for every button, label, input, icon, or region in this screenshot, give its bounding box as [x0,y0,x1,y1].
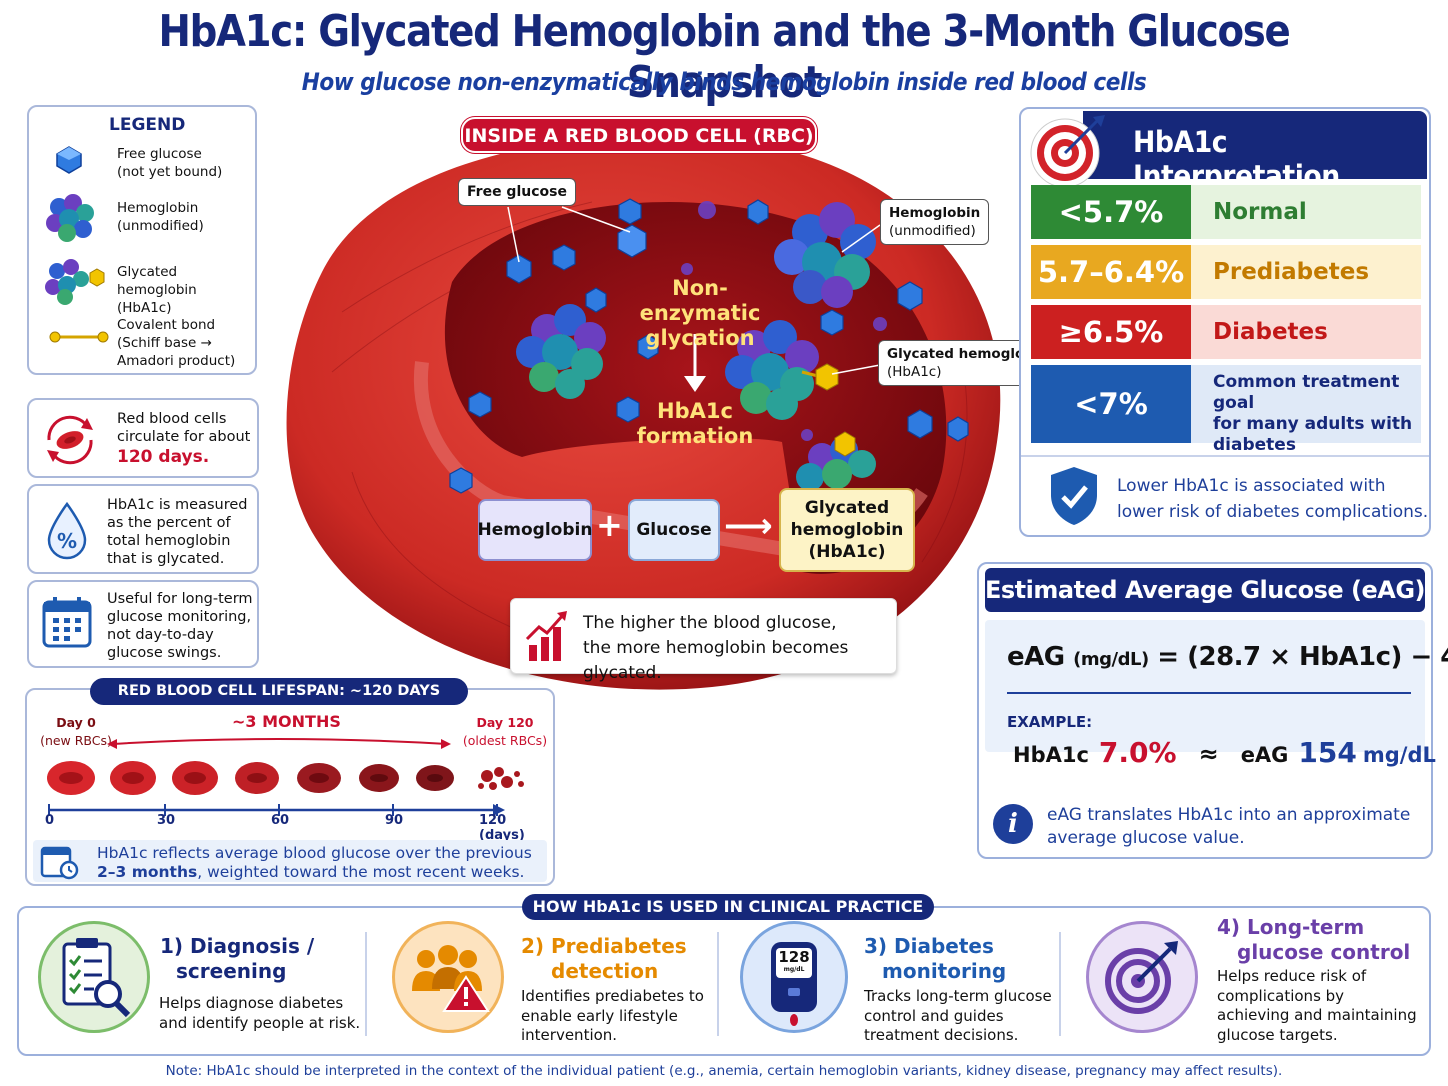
lifespan-banner: RED BLOOD CELL LIFESPAN: ~120 DAYS [90,678,468,705]
footer-note: Note: HbA1c should be interpreted in the… [165,1063,1283,1079]
legend-item-glycated: Glycated hemoglobin(HbA1c) [117,264,197,316]
page-title: HbA1c: Glycated Hemoglobin and the 3-Mon… [158,6,1291,108]
free-glucose-callout: Free glucose [458,178,576,206]
legend-title: LEGEND [109,115,186,135]
months-label: ~3 MONTHS [232,712,341,731]
covalent-bond-icon [49,331,109,343]
eag-info-text: eAG translates HbA1c into an approximate… [1047,805,1411,848]
day0-label: Day 0(new RBCs) [40,715,112,748]
eag-formula-box [985,620,1425,752]
control-icon [1086,921,1198,1033]
hemoglobin-cluster-top [774,202,876,308]
eag-panel: Estimated Average Glucose (eAG) eAG (mg/… [977,562,1448,859]
glucose-icon [56,146,82,174]
glycated-hemoglobin-icon [45,259,105,305]
interpretation-header [1083,111,1427,179]
eq-plus: + [596,506,623,544]
info-icon: i [993,804,1033,844]
target-arrow-icon [1105,941,1178,1014]
prediabetes-icon [392,921,504,1033]
eq-hemoglobin: Hemoglobin [478,499,592,561]
card1-title: 1) Diagnosis /screening [160,934,315,983]
hemoglobin-callout: Hemoglobin(unmodified) [880,199,990,245]
lifespan-note: HbA1c reflects average blood glucose ove… [33,840,547,882]
legend-item-glucose: Free glucose(not yet bound) [117,146,223,180]
calendar-icon [42,597,92,648]
eq-glucose: Glucose [628,499,720,561]
clinical-banner: HOW HbA1c IS USED IN CLINICAL PRACTICE [522,894,934,920]
meter-unit: mg/dL [783,966,805,973]
page-subtitle: How glucose non-enzymatically binds hemo… [301,68,1147,96]
eag-example-label: EXAMPLE: [1007,713,1093,731]
tick-60: 60 [271,813,290,828]
clipboard-icon [62,938,131,1018]
glycation-note-text: The higher the blood glucose,the more he… [583,613,849,683]
glycation-note: The higher the blood glucose,the more he… [510,598,897,683]
rbc-banner: INSIDE A RED BLOOD CELL (RBC) [461,117,817,153]
interp-row-normal: <5.7% Normal [1031,185,1421,239]
tick-120: 120 (days) [479,813,525,843]
meter-value: 128 [778,948,810,966]
tick-0: 0 [45,813,55,828]
people-warning-icon [412,945,490,1012]
lifespan-note-text: HbA1c reflects average blood glucose ove… [97,844,532,881]
legend-panel: LEGEND Free glucose(not yet bound) Hemog… [27,105,257,375]
interpretation-panel: HbA1c Interpretation <5.7% Normal 5.7–6.… [1019,107,1431,537]
lifespan-panel: Day 0(new RBCs) ~3 MONTHS Day 120(oldest… [25,688,555,886]
rbc-aging-row [47,738,524,816]
legend-item-hemoglobin: Hemoglobin(unmodified) [117,200,204,234]
legend-item-bond: Covalent bond(Schiff base →Amadori produ… [117,317,236,369]
hemoglobin-icon [46,194,94,242]
svg-text:%: % [57,529,77,553]
eq-arrow: ⟶ [724,506,773,546]
diagnosis-icon [38,921,150,1033]
trend-up-icon [525,611,567,661]
tick-90: 90 [385,813,404,828]
eag-example: HbA1c 7.0% ≈ eAG 154 mg/dL [1013,736,1436,769]
glycated-cluster-bottom [796,431,876,491]
percent-drop-icon: % [47,501,87,560]
eag-header: Estimated Average Glucose (eAG) [985,568,1425,612]
target-icon [1030,115,1105,188]
interp-row-prediabetes: 5.7–6.4% Prediabetes [1031,245,1421,299]
hemoglobin-cluster-left [516,304,606,399]
eag-formula: eAG (mg/dL) = (28.7 × HbA1c) − 46.7 [1007,642,1448,672]
glucose-molecules [449,198,969,494]
tick-30: 30 [157,813,176,828]
interp-row-diabetes: ≥6.5% Diabetes [1031,305,1421,359]
cycle-icon [47,415,93,465]
shield-check-icon [1051,467,1097,525]
glycated-hemoglobin-cluster [725,320,839,420]
calendar-clock-icon [40,846,79,880]
interpretation-title: HbA1c Interpretation [1133,125,1340,193]
day120-label: Day 120(oldest RBCs) [462,715,548,748]
